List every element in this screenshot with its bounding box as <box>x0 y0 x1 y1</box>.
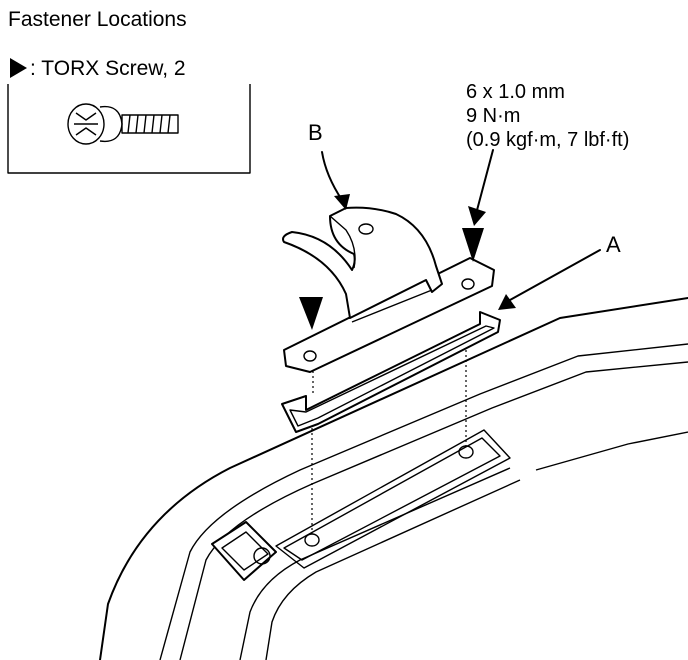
spec-torque-imperial: (0.9 kgf·m, 7 lbf·ft) <box>466 129 629 151</box>
callout-a-label: A <box>606 232 621 257</box>
spec-torque-nm: 9 N·m <box>466 105 520 127</box>
part-b-bracket <box>282 206 495 373</box>
legend-box: : TORX Screw, 2 <box>7 57 251 174</box>
leader-lines <box>321 149 601 310</box>
torque-spec: 6 x 1.0 mm 9 N·m (0.9 kgf·m, 7 lbf·ft) <box>466 81 629 151</box>
triangle-marker-icon <box>462 228 484 262</box>
torx-screw-markers <box>299 228 484 330</box>
triangle-marker-icon <box>299 297 323 330</box>
part-a-gasket <box>281 311 501 433</box>
legend-label: : TORX Screw, 2 <box>30 57 186 80</box>
page-title: Fastener Locations <box>8 8 187 31</box>
spec-size: 6 x 1.0 mm <box>466 81 565 103</box>
triangle-marker-icon <box>10 58 27 78</box>
callout-b-label: B <box>308 120 323 145</box>
torx-screw-icon <box>67 103 179 145</box>
vehicle-body <box>99 297 688 660</box>
